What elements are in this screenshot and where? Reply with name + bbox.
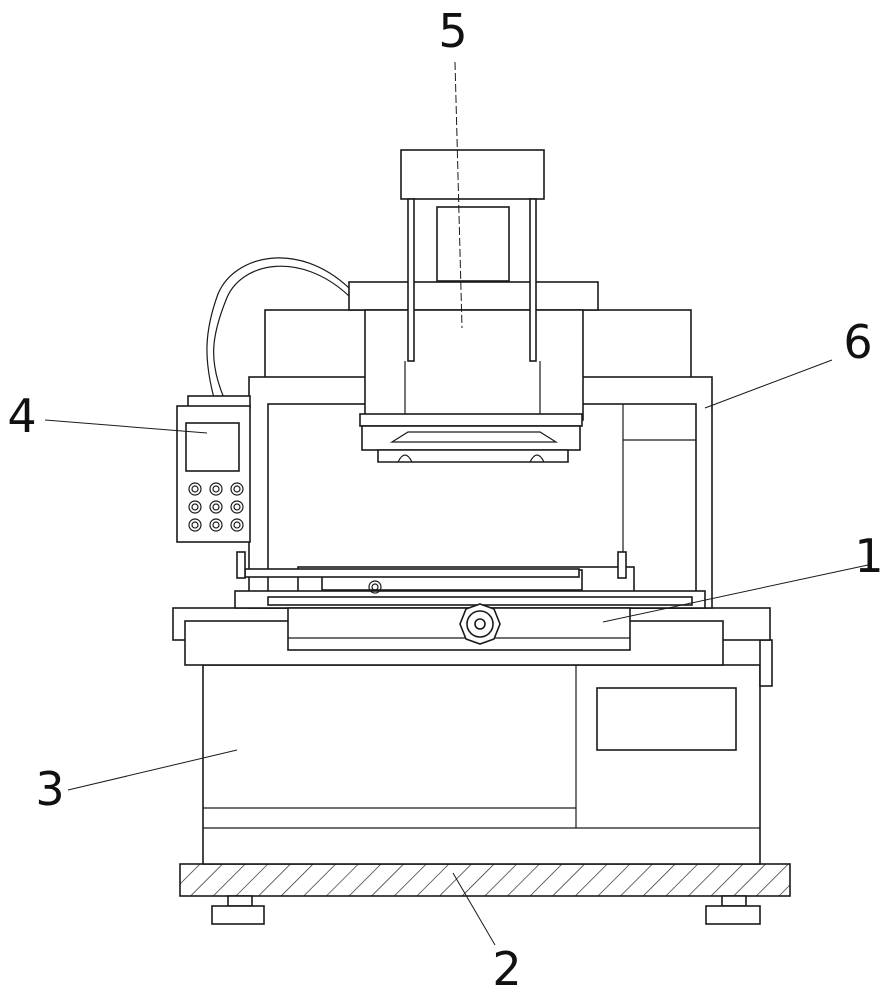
label-6: 6 [843,315,872,369]
label-1: 1 [854,529,883,583]
clamp-bar [245,569,579,577]
label-3: 3 [35,762,64,816]
label-4: 4 [7,389,36,443]
label-2: 2 [492,942,521,996]
adjustment-knob [460,604,500,644]
lower-cabinet [203,640,772,864]
leader-6 [705,360,832,408]
leveling-foot-left [212,896,264,924]
side-tab [760,640,772,686]
control-panel [177,396,250,542]
clamp-post-right [618,552,626,578]
panel-screen [186,423,239,471]
pressing-head [349,150,598,462]
base-plate [180,864,790,896]
cabinet-window [597,688,736,750]
clamp-post-left [237,552,245,578]
leveling-foot-right [706,896,760,924]
label-5: 5 [438,4,467,58]
